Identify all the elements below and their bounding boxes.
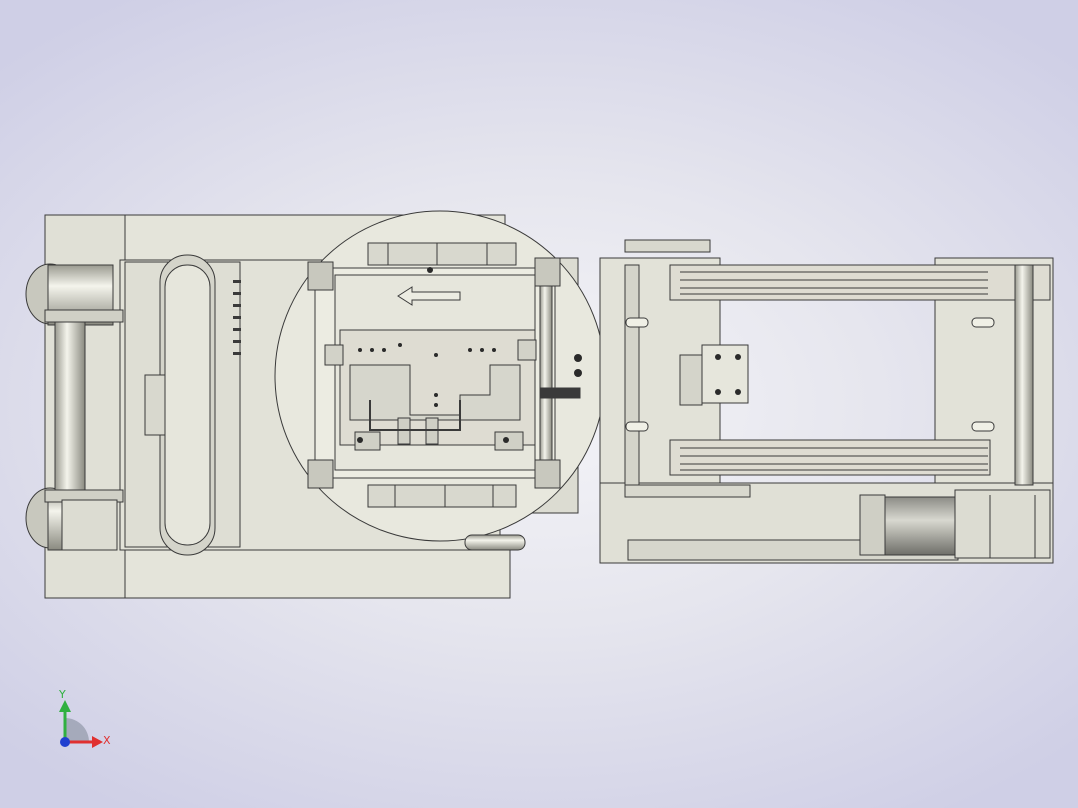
rotary-transfer-station[interactable] xyxy=(25,210,606,599)
linear-slide-conveyor[interactable] xyxy=(599,239,1054,564)
lower-rail xyxy=(624,439,991,498)
roller-drum xyxy=(25,263,124,551)
coordinate-triad xyxy=(59,700,103,748)
triad-y-label: Y xyxy=(59,688,66,701)
direction-arrow-icon xyxy=(397,286,461,306)
base-bottom-rail xyxy=(49,549,511,599)
triad-x-label: X xyxy=(103,734,111,747)
carriage xyxy=(679,344,749,406)
z-axis-icon xyxy=(60,737,70,747)
rotary-table xyxy=(274,210,606,542)
upper-rail xyxy=(624,239,1051,301)
shaft-right xyxy=(1014,264,1034,486)
servo-motor xyxy=(859,489,1051,559)
bottom-roller xyxy=(464,534,526,551)
belt-loop xyxy=(124,254,241,556)
